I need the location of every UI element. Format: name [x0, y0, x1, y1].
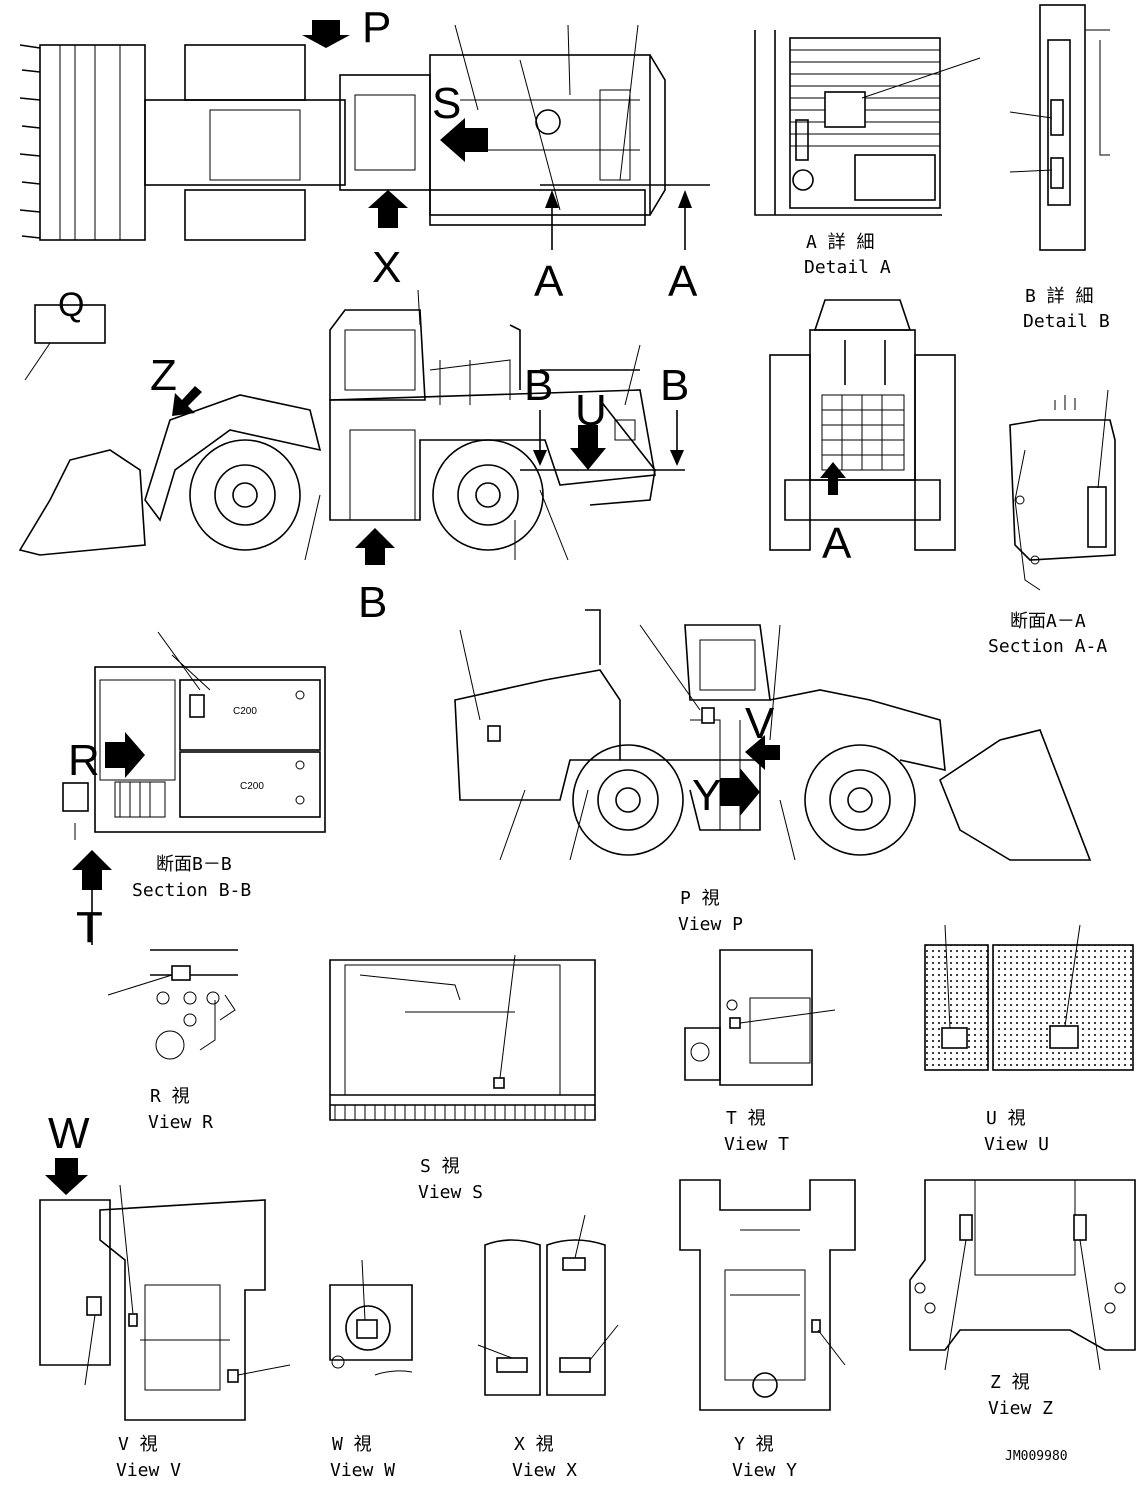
arrow-a-rear-icon	[820, 462, 846, 495]
caption-view-y-jp: Y 視	[734, 1434, 774, 1455]
letter-b-bottom: B	[358, 578, 387, 627]
caption-view-r-en: View R	[148, 1112, 213, 1133]
view-w	[329, 1259, 413, 1376]
caption-view-z-en: View Z	[988, 1398, 1053, 1419]
caption-view-x-jp: X 視	[514, 1434, 554, 1455]
letter-w: W	[48, 1109, 90, 1158]
caption-detail-b-en: Detail B	[1023, 311, 1110, 332]
view-t	[684, 949, 836, 1086]
view-r	[107, 949, 238, 1060]
caption-view-t-jp: T 視	[726, 1108, 766, 1129]
caption-section-aa-en: Section A-A	[988, 636, 1107, 657]
caption-detail-a-jp: A 詳 細	[806, 232, 875, 253]
letter-b-left: B	[524, 361, 553, 410]
letter-p: P	[362, 3, 391, 52]
left-side-view	[18, 289, 685, 565]
caption-view-p-en: View P	[678, 914, 743, 935]
caption-view-w-jp: W 視	[332, 1434, 372, 1455]
caption-view-u-en: View U	[984, 1134, 1049, 1155]
caption-section-bb-jp: 断面B－B	[156, 854, 232, 875]
detail-b	[1009, 4, 1110, 251]
caption-section-aa-jp: 断面A－A	[1010, 611, 1086, 632]
arrow-w-icon	[45, 1158, 88, 1195]
caption-view-w-en: View W	[330, 1460, 395, 1481]
q-tag-callout	[24, 304, 106, 381]
arrow-x-icon	[368, 190, 408, 228]
section-a-a	[1009, 389, 1116, 591]
arrow-r-icon	[105, 732, 145, 778]
caption-view-x-en: View X	[512, 1460, 577, 1481]
caption-view-z-jp: Z 視	[990, 1372, 1030, 1393]
section-b-b	[62, 631, 326, 945]
top-plan-view	[19, 20, 710, 250]
letter-y: Y	[692, 771, 721, 820]
caption-view-y-en: View Y	[732, 1460, 797, 1481]
arrow-v-icon	[745, 735, 780, 770]
caption-view-s-jp: S 視	[420, 1156, 460, 1177]
arrow-z-icon	[172, 386, 202, 416]
detail-a	[754, 30, 981, 216]
view-s	[329, 954, 596, 1121]
caption-view-v-jp: V 視	[118, 1434, 158, 1455]
caption-view-u-jp: U 視	[986, 1108, 1026, 1129]
letter-a-rear: A	[822, 519, 852, 568]
letter-v: V	[745, 699, 775, 748]
arrow-y-icon	[720, 768, 760, 816]
panel-label-c200-lower: C200	[240, 781, 264, 792]
view-p	[454, 609, 1092, 861]
letter-a-left: A	[534, 257, 564, 306]
letter-b-right: B	[660, 361, 689, 410]
letter-s: S	[432, 79, 461, 128]
caption-view-r-jp: R 視	[150, 1086, 190, 1107]
arrow-p-icon	[302, 20, 350, 48]
letter-q: Q	[58, 286, 84, 324]
caption-section-bb-en: Section B-B	[132, 880, 251, 901]
view-y	[679, 1179, 856, 1411]
letter-z: Z	[150, 351, 177, 400]
caption-view-t-en: View T	[724, 1134, 789, 1155]
view-x	[477, 1214, 619, 1396]
view-v	[39, 1158, 291, 1421]
letter-a-right: A	[668, 257, 698, 306]
arrow-s-icon	[440, 118, 488, 162]
drawing-code: JM009980	[1005, 1449, 1068, 1464]
arrow-u-icon	[570, 425, 606, 470]
letter-x: X	[372, 243, 401, 292]
panel-label-c200-upper: C200	[233, 706, 257, 717]
letter-u: U	[575, 386, 607, 435]
caption-detail-a-en: Detail A	[804, 257, 891, 278]
caption-view-v-en: View V	[116, 1460, 181, 1481]
rear-view	[769, 299, 956, 551]
arrow-t-icon	[72, 850, 112, 890]
caption-view-s-en: View S	[418, 1182, 483, 1203]
caption-detail-b-jp: B 詳 細	[1025, 286, 1094, 307]
letter-r: R	[68, 736, 100, 785]
view-z	[909, 1179, 1136, 1371]
caption-view-p-jp: P 視	[680, 888, 720, 909]
arrow-b-icon	[355, 528, 395, 565]
view-u	[924, 924, 1134, 1071]
letter-t: T	[76, 903, 103, 952]
